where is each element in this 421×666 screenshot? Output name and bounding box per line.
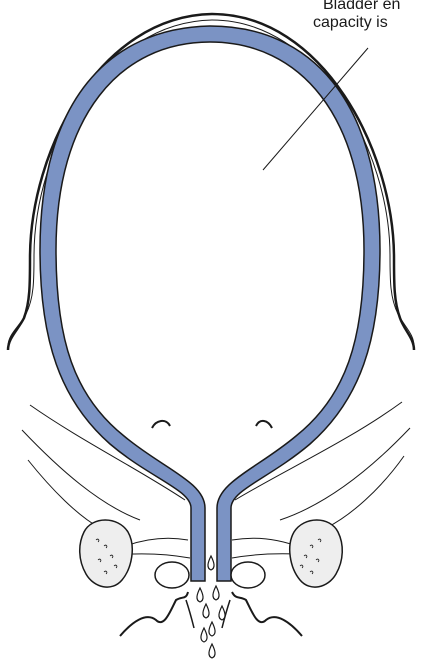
body-outline-inner [8,20,414,346]
bladder-wall [40,26,380,581]
left-pubic-bone [80,520,133,587]
left-sphincter [155,562,189,588]
right-pubic-bone [290,520,343,587]
body-outline [8,14,414,350]
callout-text-line-2: capacity is [313,13,388,33]
right-sphincter [231,562,265,588]
left-ureteric-orifice [152,421,170,428]
right-ureteric-orifice [256,421,272,428]
